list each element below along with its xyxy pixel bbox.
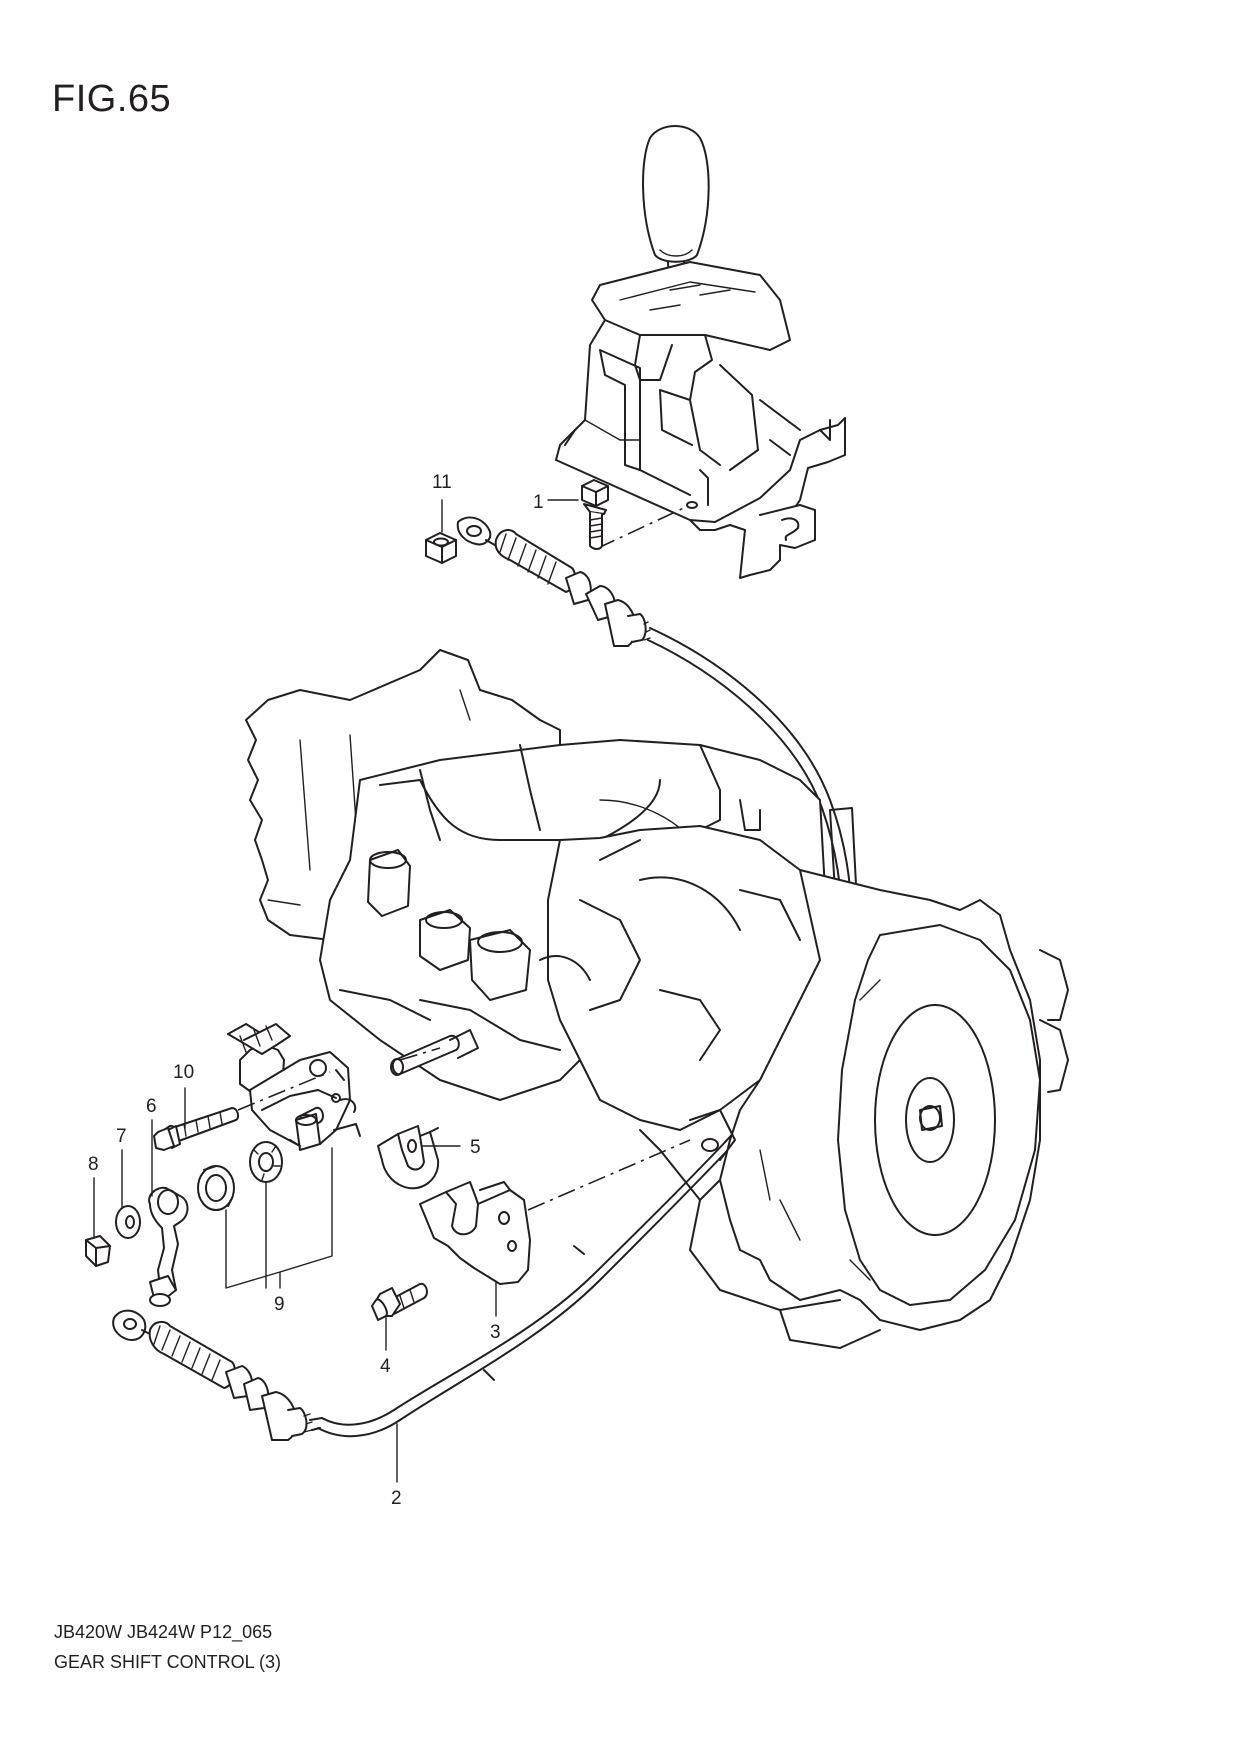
shift-lever-assembly [555, 125, 846, 579]
callout-10: 10 [173, 1062, 194, 1083]
callout-2: 2 [391, 1488, 402, 1509]
callout-11: 11 [432, 472, 452, 493]
part-9-group [197, 1141, 283, 1211]
callout-4: 4 [380, 1356, 391, 1377]
transmission-assembly [245, 649, 1069, 1349]
part-6-lever [148, 1186, 189, 1307]
shifter-base-top [591, 261, 791, 351]
callout-6: 6 [146, 1096, 157, 1117]
model-code: JB420W JB424W P12_065 [54, 1622, 273, 1642]
shift-knob [642, 125, 710, 263]
callout-9: 9 [274, 1294, 285, 1315]
part-4-bolt [371, 1282, 428, 1321]
callout-5: 5 [470, 1137, 481, 1158]
shifter-mount-bracket [759, 504, 816, 561]
part-8-nut [85, 1235, 111, 1267]
callout-7: 7 [116, 1126, 127, 1147]
part-7-washer [115, 1205, 141, 1239]
part-11-nut [425, 532, 457, 564]
part-3-bracket [419, 1181, 531, 1285]
callout-labels: 11 1 10 6 7 8 5 9 4 3 2 [88, 472, 544, 1509]
callout-3: 3 [490, 1322, 501, 1343]
part-5-clip [377, 1125, 440, 1190]
transmission-range-switch [227, 1023, 361, 1151]
upper-cable-end [456, 516, 651, 647]
section-title: GEAR SHIFT CONTROL (3) [54, 1652, 282, 1672]
leader-lines [93, 499, 579, 1483]
part-1-bolt [581, 479, 609, 550]
callout-8: 8 [88, 1154, 99, 1175]
part-10-bolt [153, 1107, 240, 1151]
manual-shaft [391, 1034, 460, 1076]
figure-title: FIG.65 [52, 78, 172, 120]
callout-1: 1 [533, 492, 544, 513]
lower-cable-end [112, 1309, 323, 1441]
